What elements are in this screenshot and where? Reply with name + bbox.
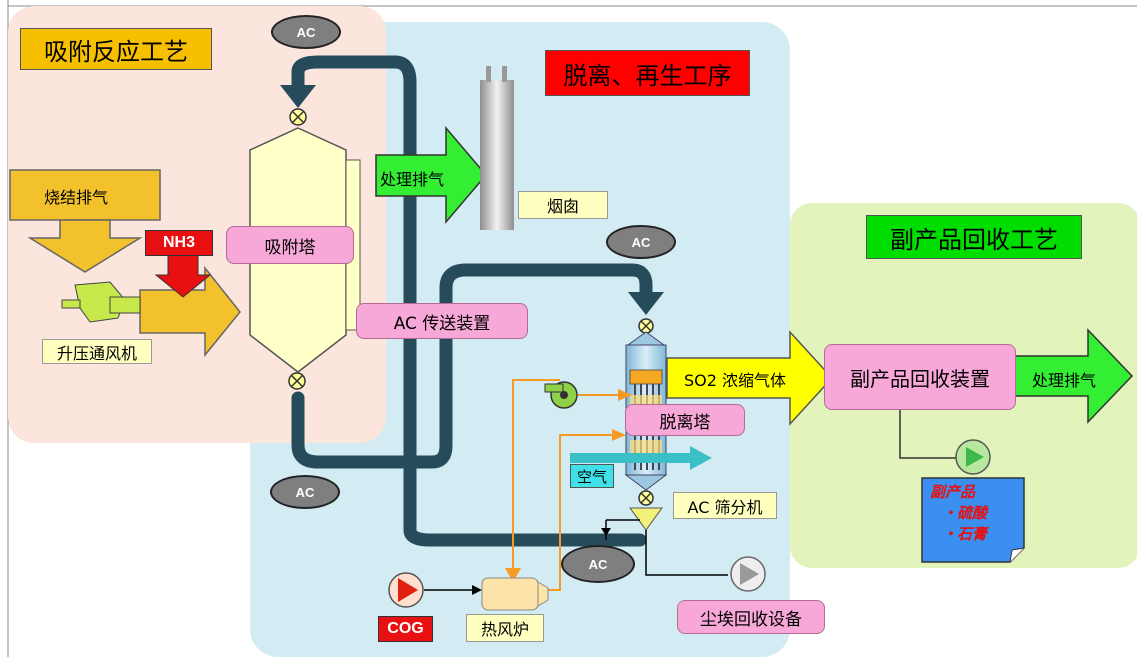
heading-desorption: 脱离、再生工序 xyxy=(545,50,750,96)
air-label: 空气 xyxy=(570,464,614,488)
valve-desorber-top xyxy=(638,318,654,334)
byproduct-note-item: ・硫酸 xyxy=(942,504,988,522)
treated-exhaust-arrow-2 xyxy=(1014,328,1134,424)
treated-exhaust-label-2: 处理排气 xyxy=(1032,371,1097,390)
so2-arrow xyxy=(666,330,834,426)
sinter-exhaust-label: 烧结排气 xyxy=(44,188,109,207)
heading-byproduct: 副产品回收工艺 xyxy=(866,215,1082,259)
hot-air-arrow-down xyxy=(505,568,521,582)
valve-bottom xyxy=(288,372,306,390)
hot-stove-label: 热风炉 xyxy=(466,614,544,642)
hot-air-lines xyxy=(512,379,624,591)
fan-to-tower-arrow xyxy=(139,265,241,358)
booster-fan-icon xyxy=(61,281,141,323)
dust-arrowhead xyxy=(601,528,611,536)
cog-burner-icon xyxy=(388,572,424,608)
cog-feed-arrowhead xyxy=(472,585,482,595)
cog-label: COG xyxy=(378,616,433,642)
chimney-tip-left xyxy=(486,66,491,82)
chimney-label: 烟囱 xyxy=(518,191,608,219)
ac-badge-left: AC xyxy=(270,475,340,509)
byproduct-note-item: ・石膏 xyxy=(942,525,988,543)
sinter-exhaust-arrow xyxy=(27,219,143,273)
pipe-transfer xyxy=(291,263,653,469)
nh3-label: NH3 xyxy=(145,230,213,256)
byproduct-note-fold xyxy=(1009,547,1025,563)
pipe-return xyxy=(291,55,647,547)
ac-pipes xyxy=(291,55,653,547)
ac-screen-shape xyxy=(629,507,663,531)
ac-conveyor-label: AC 传送装置 xyxy=(356,303,528,339)
heading-adsorption: 吸附反应工艺 xyxy=(20,28,212,70)
adsorption-tower-label: 吸附塔 xyxy=(226,226,354,264)
pipe-arrow-right xyxy=(628,292,664,315)
byproduct-note-title: 副产品 xyxy=(930,483,976,501)
recirc-fan-icon xyxy=(544,381,578,409)
valve-top xyxy=(289,108,307,126)
treated-exhaust-label-1: 处理排气 xyxy=(380,170,445,189)
air-arrow xyxy=(570,446,712,470)
byproduct-pump-icon xyxy=(955,439,991,475)
ac-badge-desorber: AC xyxy=(606,225,676,259)
treated-exhaust-arrow-1 xyxy=(375,125,487,225)
hot-air-arrow-right xyxy=(612,429,626,441)
ac-badge-bottom: AC xyxy=(561,545,635,583)
dust-pump-icon xyxy=(730,556,766,592)
desorption-tower-label: 脱离塔 xyxy=(625,404,745,436)
dust-recovery-label: 尘埃回收设备 xyxy=(677,600,825,634)
pipe-arrow-top xyxy=(280,85,316,108)
byproduct-device-label: 副产品回收装置 xyxy=(824,344,1016,410)
ac-badge-top: AC xyxy=(271,15,341,49)
so2-gas-label: SO2 浓缩气体 xyxy=(684,371,787,390)
hot-air-arrow-upper xyxy=(618,389,632,401)
chimney-shape xyxy=(480,80,514,230)
chimney-tip-right xyxy=(502,66,507,82)
ac-screen-label: AC 筛分机 xyxy=(673,492,777,519)
byproduct-line xyxy=(899,410,956,459)
valve-desorber-bottom xyxy=(638,490,654,506)
hot-stove-shape xyxy=(481,577,549,611)
byproduct-note: 副产品 ・硫酸 ・石膏 xyxy=(924,482,1020,545)
booster-fan-label: 升压通风机 xyxy=(42,339,152,364)
